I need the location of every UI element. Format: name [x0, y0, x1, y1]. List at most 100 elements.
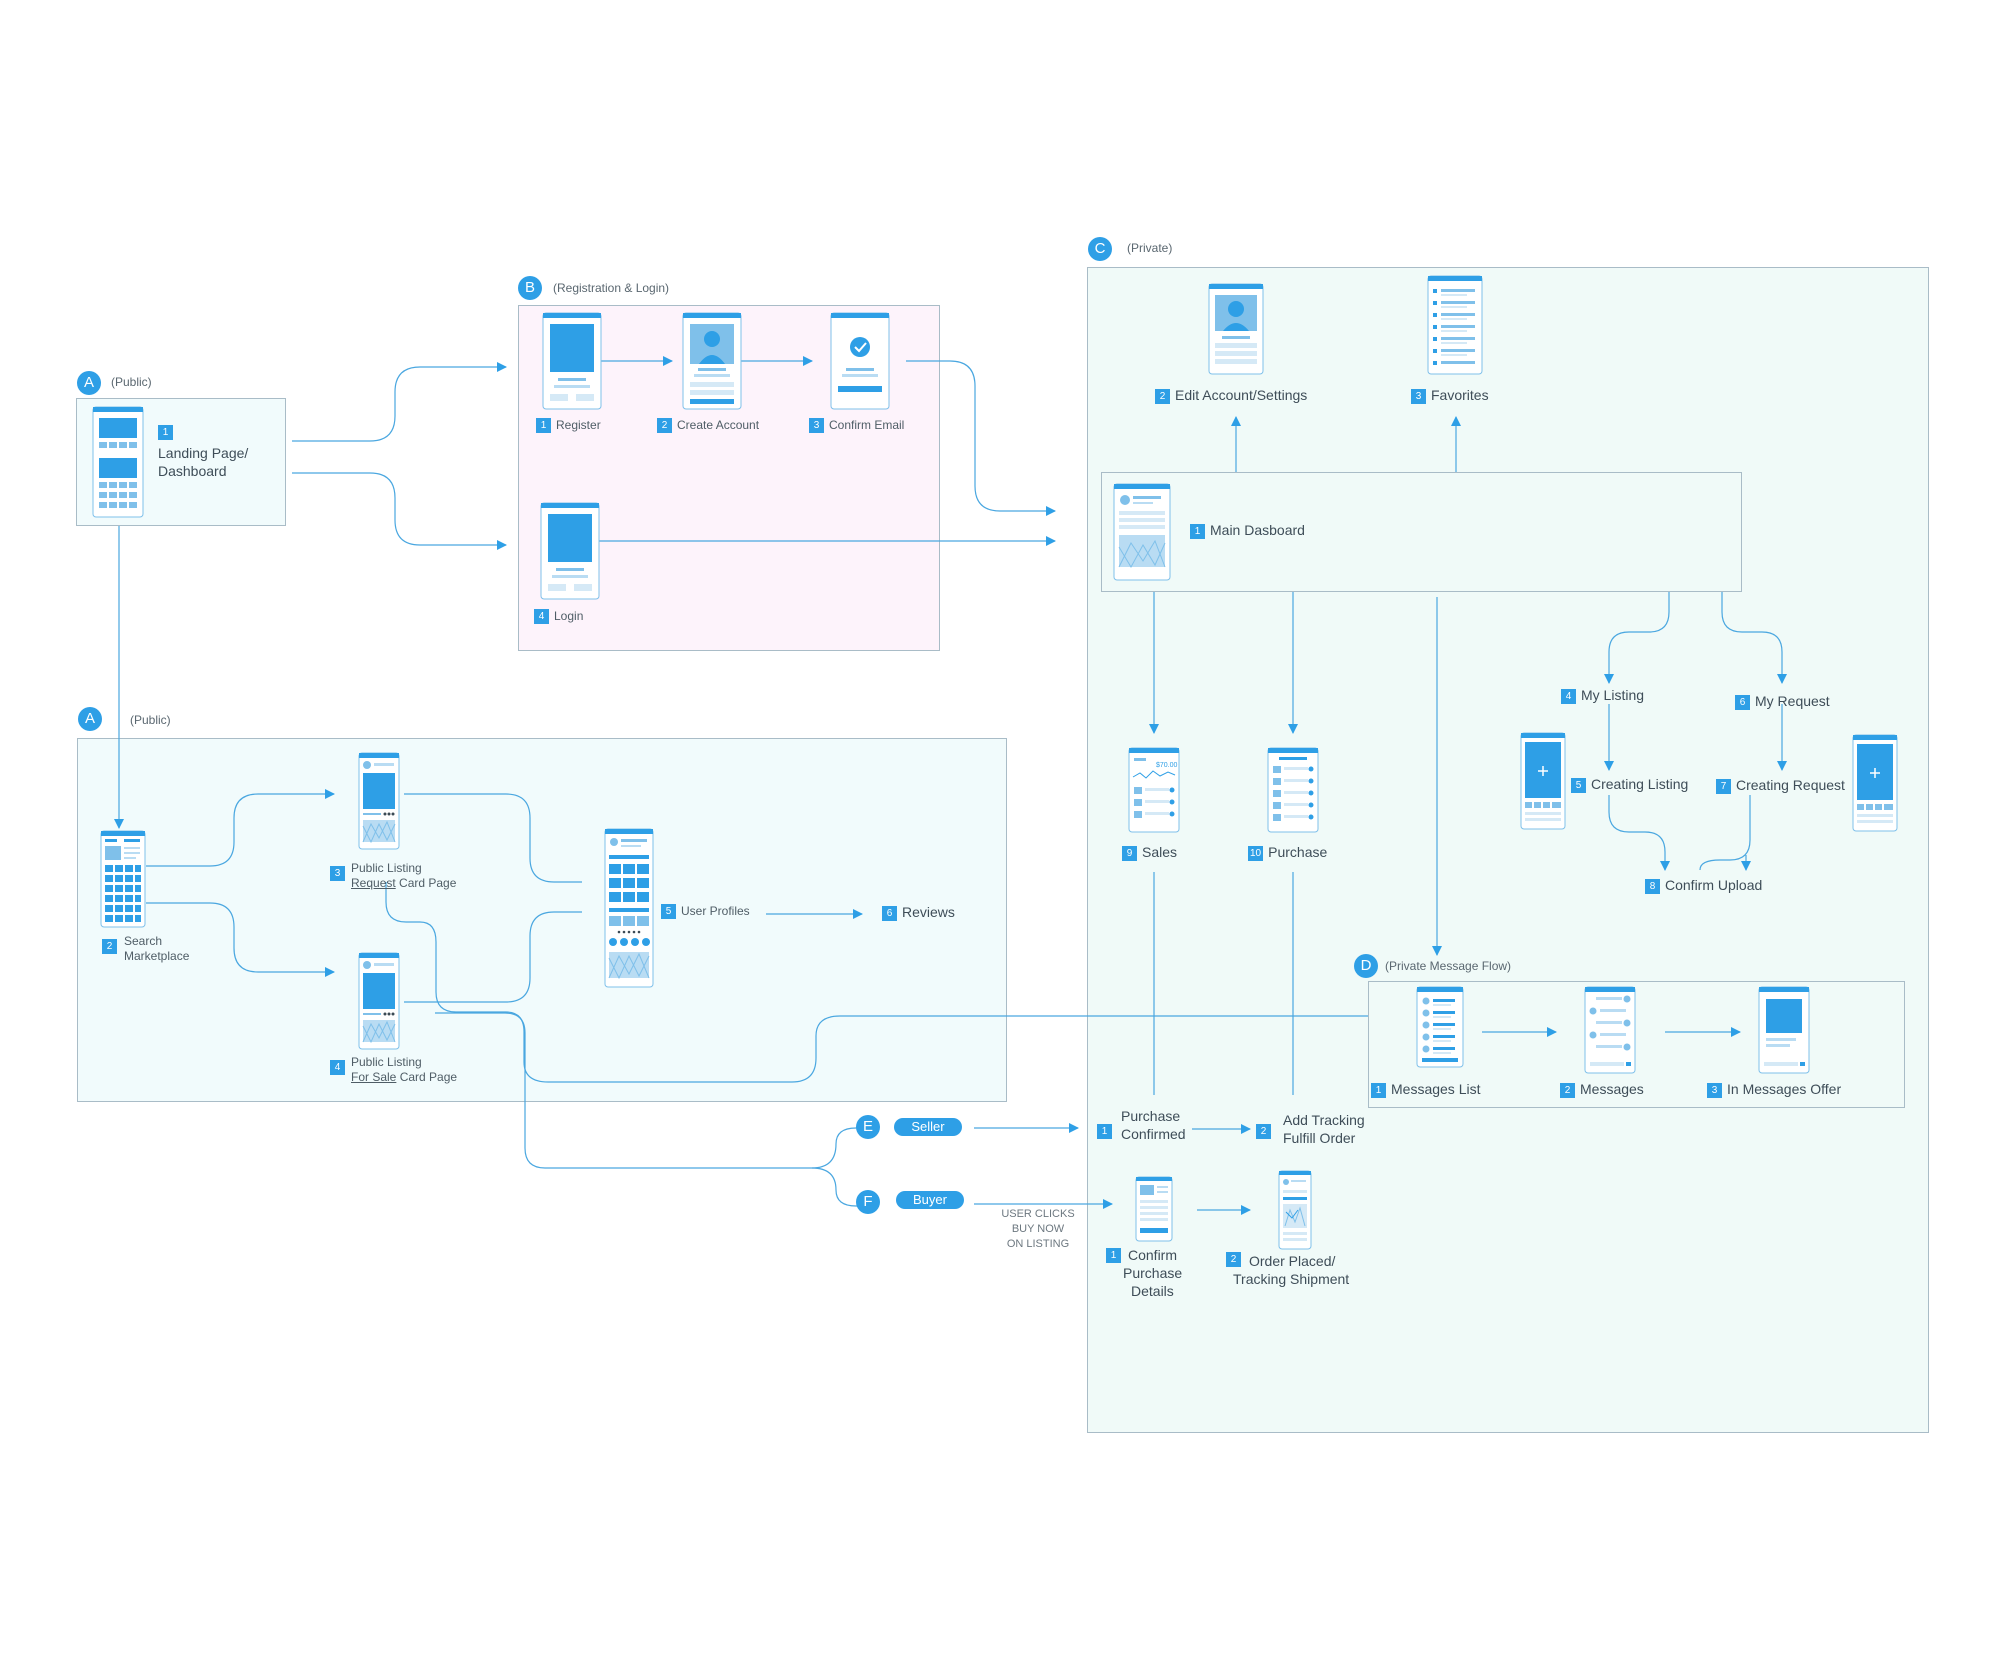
group-title-c: (Private)	[1127, 241, 1173, 255]
wire-roles-buyer	[811, 1167, 870, 1207]
wire-landing-register	[292, 362, 507, 442]
user-profiles-wireframe	[604, 828, 654, 988]
wire-landing-login	[292, 472, 507, 550]
landing-label-line2: Dashboard	[158, 463, 227, 479]
wire-search-sale-card	[146, 902, 335, 977]
group-letter-c: C	[1088, 237, 1112, 261]
buy-now-note: USER CLICKS BUY NOW ON LISTING	[983, 1207, 1093, 1252]
buy-now-note-line2: BUY NOW	[1011, 1223, 1065, 1235]
group-a-public-bottom	[77, 738, 1007, 1102]
group-letter-a-top: A	[77, 371, 101, 395]
group-title-d: (Private Message Flow)	[1385, 959, 1512, 973]
sale-card-line2: For Sale Card Page	[351, 1070, 458, 1084]
edit-account-wireframe	[1208, 283, 1264, 375]
confirm-purchase-wireframe	[1135, 1176, 1173, 1242]
create-account-wireframe	[682, 312, 742, 410]
role-letter-buyer: F	[856, 1190, 880, 1214]
group-letter-b: B	[518, 276, 542, 300]
buy-now-note-line1: USER CLICKS	[1001, 1208, 1075, 1220]
confirm-email-wireframe	[830, 312, 890, 410]
wire-sale-card-profiles	[404, 911, 582, 1003]
landing-page-wireframe	[92, 406, 144, 518]
buy-now-note-line3: ON LISTING	[1006, 1238, 1070, 1250]
order-placed-number: 2	[1226, 1249, 1246, 1267]
wire-dashboard-my-request	[1721, 592, 1787, 684]
group-letter-a-bottom: A	[78, 707, 102, 731]
login-wireframe	[540, 502, 600, 600]
confirm-purchase-line2: Purchase	[1123, 1265, 1183, 1281]
search-label-line1: Search	[124, 934, 163, 948]
wire-request-card-profiles	[404, 793, 582, 883]
purchase-confirmed-number: 1	[1097, 1121, 1117, 1139]
wire-search-request-card	[146, 789, 335, 867]
landing-number: 1	[158, 422, 178, 440]
register-wireframe	[542, 312, 602, 410]
group-title-b: (Registration & Login)	[553, 281, 670, 295]
messages-offer-wireframe	[1758, 986, 1810, 1074]
landing-label-line1: Landing Page/	[158, 445, 249, 461]
request-card-wireframe	[358, 752, 400, 850]
add-tracking-line2: Fulfill Order	[1283, 1130, 1356, 1146]
sales-wireframe: $70.00	[1128, 747, 1180, 833]
purchase-confirmed-line1: Purchase	[1121, 1108, 1181, 1124]
main-dashboard-wireframe	[1113, 483, 1171, 581]
messages-list-wireframe	[1416, 986, 1464, 1068]
creating-listing-wireframe	[1520, 732, 1566, 830]
request-card-line2: Request Card Page	[351, 876, 457, 890]
search-number: 2	[102, 939, 122, 954]
group-title-a-bottom: (Public)	[130, 713, 171, 727]
sale-card-line1: Public Listing	[351, 1055, 422, 1069]
group-c-private	[1087, 267, 1929, 1433]
group-letter-d: D	[1354, 954, 1378, 978]
sales-price: $70.00	[1156, 762, 1178, 769]
add-tracking-line1: Add Tracking	[1283, 1112, 1365, 1128]
main-dashboard-box	[1101, 472, 1742, 592]
purchase-wireframe	[1267, 747, 1319, 833]
messages-wireframe	[1584, 986, 1636, 1074]
wire-request-upload	[1699, 795, 1751, 871]
confirm-purchase-number: 1	[1106, 1245, 1126, 1263]
search-label-line2: Marketplace	[124, 949, 190, 963]
search-marketplace-wireframe	[100, 830, 146, 928]
group-d-private-message-flow	[1368, 981, 1905, 1108]
confirm-purchase-line3: Details	[1131, 1283, 1174, 1299]
sale-card-wireframe	[358, 952, 400, 1050]
order-placed-line1: Order Placed/	[1249, 1253, 1336, 1269]
seller-role-pill: Seller	[894, 1118, 962, 1136]
add-tracking-number: 2	[1256, 1121, 1276, 1139]
request-card-number: 3	[330, 866, 350, 881]
request-card-line1: Public Listing	[351, 861, 422, 875]
buyer-role-pill: Buyer	[896, 1191, 964, 1209]
wire-dashboard-my-listing	[1604, 592, 1670, 684]
wire-request-card-messages	[385, 882, 1368, 1083]
purchase-confirmed-line2: Confirmed	[1121, 1126, 1186, 1142]
wire-confirm-dashboard	[906, 360, 1056, 516]
order-placed-wireframe	[1278, 1170, 1312, 1250]
role-letter-seller: E	[856, 1115, 880, 1139]
wire-sale-card-roles	[435, 1012, 870, 1169]
wire-listing-upload	[1608, 795, 1670, 871]
favorites-wireframe	[1427, 275, 1483, 375]
sale-card-number: 4	[330, 1060, 350, 1075]
order-placed-line2: Tracking Shipment	[1233, 1271, 1350, 1287]
creating-request-wireframe	[1852, 734, 1898, 832]
